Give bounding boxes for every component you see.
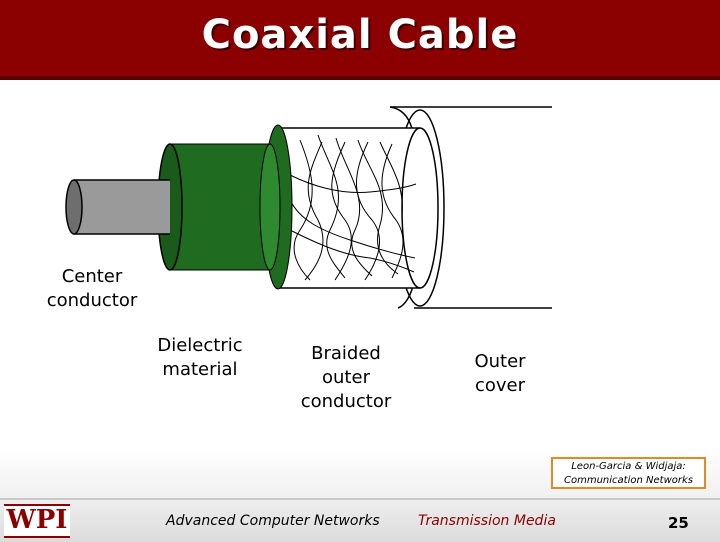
footer-topic: Transmission Media (418, 513, 556, 529)
wpi-logo: WPI (4, 504, 70, 538)
label-outer-cover: Outer cover (474, 351, 526, 396)
center-conductor (65, 179, 170, 235)
title-bar (0, 0, 720, 76)
label-dielectric-material: Dielectric material (157, 335, 243, 380)
title-bar-shadow (0, 76, 720, 80)
footer-course-name: Advanced Computer Networks (166, 513, 380, 529)
coaxial-cable-diagram (65, 106, 552, 309)
citation-authors: Leon-Garcia & Widjaja: (571, 461, 686, 472)
dielectric-material (157, 124, 293, 290)
slide-title: Coaxial Cable (201, 12, 519, 58)
label-center-conductor: Center conductor (46, 266, 138, 311)
footer-bar: WPI Advanced Computer Networks Transmiss… (0, 498, 720, 542)
citation-title: Communication Networks (564, 475, 693, 486)
page-number: 25 (668, 514, 689, 532)
label-braided-outer-conductor: Braided outer conductor (300, 343, 392, 412)
braided-outer-conductor (278, 127, 439, 289)
citation-box: Leon-Garcia & Widjaja: Communication Net… (551, 457, 706, 489)
